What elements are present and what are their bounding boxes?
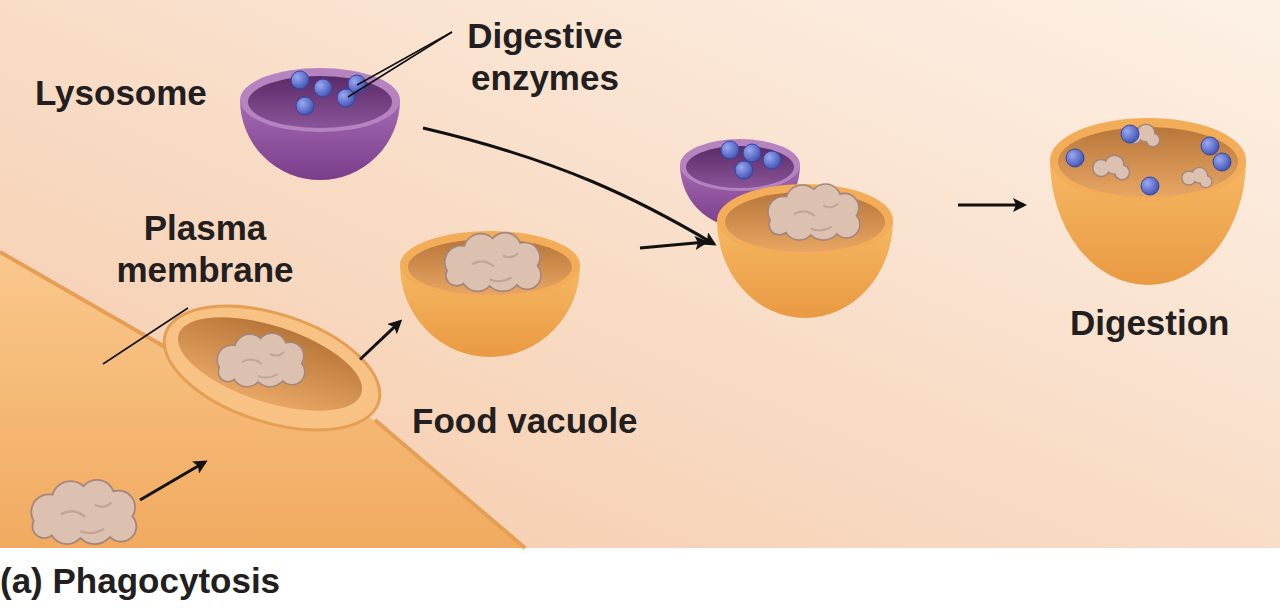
background-panel [0, 0, 1280, 548]
leader-line [348, 32, 452, 97]
process-arrow [423, 128, 714, 244]
food-vacuole-cup [400, 231, 580, 357]
figure-caption: (a) Phagocytosis [0, 560, 600, 602]
process-arrow [958, 204, 1024, 207]
fusing-vacuole [680, 139, 893, 318]
digestion-vacuole [1050, 118, 1246, 202]
phagocytic-pocket [149, 282, 395, 454]
fusing-vacuole [743, 144, 761, 162]
digestion-vacuole [1066, 149, 1084, 167]
leader-line [348, 32, 452, 97]
fusing-vacuole [686, 146, 794, 188]
fusing-vacuole [767, 183, 860, 241]
food-particle [30, 479, 137, 545]
lysosome-cup [296, 97, 314, 115]
food-vacuole-cup [400, 231, 580, 299]
process-arrow [640, 242, 706, 248]
phagocytic-pocket [217, 333, 306, 388]
fusing-vacuole [680, 139, 800, 191]
phagocytic-pocket [149, 282, 395, 454]
lysosome-cup [240, 68, 400, 132]
digestion-vacuole [1201, 137, 1219, 155]
digestion-vacuole [1050, 118, 1246, 285]
fusing-vacuole [763, 151, 781, 169]
fusing-vacuole [717, 184, 893, 256]
process-arrow [360, 322, 400, 360]
vacuole-label-group: Food vacuole [400, 225, 675, 455]
organelle-label-group: Lysosome [30, 50, 420, 190]
digestion-vacuole [1141, 177, 1159, 195]
food-vacuole-cup [444, 232, 542, 293]
shape-label: Plasma membrane [95, 207, 315, 291]
shape-label: Digestion [1070, 302, 1260, 344]
digestion-vacuole [1121, 125, 1139, 143]
process-arrow [140, 462, 205, 500]
lysosome-cup [314, 79, 332, 97]
shape-label: Food vacuole [412, 400, 674, 442]
part-label: Digestive enzymes [440, 15, 650, 99]
leader-line [357, 32, 452, 85]
lysosome-cup [348, 75, 366, 93]
digestion-vacuole [1092, 154, 1131, 180]
process-arrow [140, 128, 1024, 500]
phagocytic-pocket [167, 298, 373, 430]
fusing-vacuole [721, 141, 739, 159]
shape-label: Lysosome [35, 72, 235, 114]
digestion-vacuole [1181, 167, 1213, 189]
lysosome-cup [240, 68, 400, 180]
digestion-vacuole [1213, 153, 1231, 171]
lysosome-cup [291, 71, 309, 89]
food-particle [30, 479, 137, 545]
leader-line [103, 308, 188, 364]
vacuole-label-group: Digestion [1040, 100, 1265, 345]
fusing-vacuole [735, 161, 753, 179]
membrane-label-group: Plasma membrane [90, 195, 360, 430]
